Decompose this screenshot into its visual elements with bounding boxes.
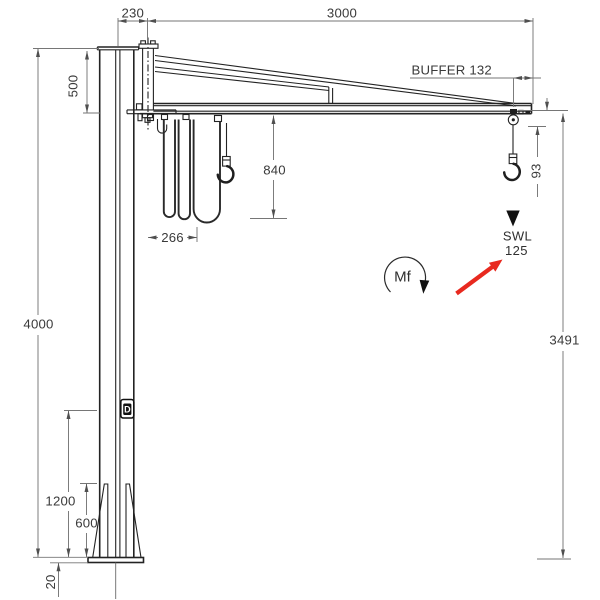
dim-840: 840 (263, 115, 286, 218)
hook-block (222, 155, 231, 167)
hook-icon (216, 164, 235, 184)
swl-annotation: SWL 125 (503, 229, 532, 259)
crane-column (96, 46, 140, 558)
dim-label-266: 266 (161, 230, 184, 245)
wheel-hub (511, 118, 515, 122)
gusset-right (125, 483, 142, 558)
jib-arm (140, 54, 533, 115)
festoon-trolley (182, 113, 190, 121)
dim-4000: 4000 (23, 48, 53, 557)
dim-buffer-132: BUFFER 132 (410, 63, 541, 80)
festoon-loop (177, 119, 191, 221)
hook-parked (216, 123, 235, 184)
dim-3000: 3000 (147, 6, 533, 23)
pivot-bolt (150, 40, 156, 45)
highlight-pointer (455, 259, 503, 296)
rotation-arrowhead-icon (419, 279, 430, 294)
logo-letter: D (124, 405, 131, 415)
dim-1200: 1200 (45, 410, 75, 557)
base-assembly (87, 483, 145, 599)
cable-hanger (156, 119, 168, 134)
red-arrow-head-icon (488, 259, 503, 272)
festoon-loop (192, 119, 221, 224)
hook-icon (502, 162, 522, 182)
swl-value: 125 (505, 243, 528, 258)
dim-266: 266 (148, 230, 197, 245)
end-buffer (525, 110, 530, 114)
manufacturer-logo: D (120, 398, 135, 419)
base-plate (87, 556, 145, 564)
dim-label-500: 500 (66, 75, 81, 98)
dim-label-230: 230 (121, 6, 144, 21)
red-arrow-shaft (455, 265, 494, 296)
dim-600: 600 (75, 483, 98, 557)
trolley-body (510, 109, 517, 114)
dim-label-20: 20 (43, 574, 58, 589)
pivot-bolt (140, 40, 146, 45)
festoon-clamp (137, 113, 143, 122)
dim-label-4000: 4000 (23, 317, 53, 332)
dim-label-93: 93 (529, 163, 544, 178)
rotation-arc-icon (383, 256, 427, 293)
dim-label-3491: 3491 (549, 333, 579, 348)
swl-label: SWL (503, 229, 532, 244)
dimensions: 230 3000 500 BUFFER 132 840 (23, 6, 579, 597)
load-direction-arrow-icon (506, 210, 520, 227)
dim-500: 500 (66, 51, 89, 113)
dim-label-600: 600 (75, 516, 98, 531)
hook-block (508, 153, 518, 165)
festoon-trolley (160, 113, 169, 121)
pivot-cap (138, 43, 159, 49)
festoon-loop (162, 119, 176, 218)
festoon-clamp (146, 113, 155, 122)
festoon-trolley (213, 114, 223, 123)
dim-label-buffer: BUFFER 132 (412, 63, 492, 78)
festoon-cables (137, 113, 223, 224)
dim-3491: 3491 (549, 113, 579, 558)
moment-symbol: Mf (383, 256, 430, 294)
dim-230: 230 (118, 6, 148, 23)
dim-93: 93 (529, 98, 549, 197)
dim-label-3000: 3000 (327, 6, 357, 21)
gusset-left (92, 483, 109, 558)
end-hoist (502, 109, 530, 227)
dim-label-1200: 1200 (45, 494, 75, 509)
dim-label-840: 840 (263, 163, 286, 178)
moment-label: Mf (394, 269, 411, 286)
pivot-bracket (135, 103, 143, 111)
dim-20: 20 (43, 562, 61, 597)
